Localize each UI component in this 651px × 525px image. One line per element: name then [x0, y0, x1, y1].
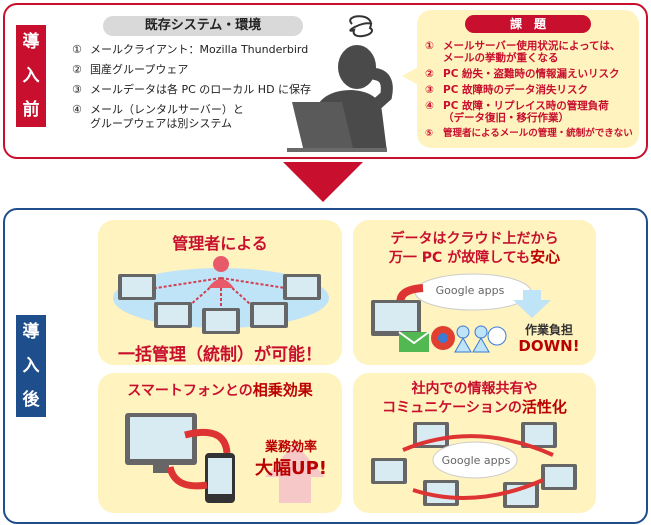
up-trend-icon: [265, 443, 325, 503]
work-load-label: 作業負担: [524, 323, 573, 337]
google-apps-badge: Google apps: [435, 284, 505, 297]
existing-system-header: 既存システム・環境: [103, 16, 303, 36]
calendar-icon: [487, 326, 507, 346]
efficiency-up: 大幅UP!: [254, 458, 328, 479]
down-arrow-icon: [283, 162, 363, 202]
after-label: 導 入 後: [16, 315, 46, 417]
after-label-char: 入: [22, 356, 40, 376]
panel-cloud-line2: 万一 PC が故障しても安心: [388, 248, 561, 266]
monitor-icons: [371, 422, 577, 508]
sync-arrow-icon: [184, 428, 231, 454]
smartphone-illustration: [125, 413, 325, 503]
network-illustration: [113, 256, 329, 334]
after-label-char: 後: [22, 390, 40, 410]
laptop-base: [287, 148, 387, 152]
panel-admin-caption: 一括管理（統制）が可能！: [118, 345, 322, 365]
user-icon: [472, 336, 490, 353]
cloud-illustration: [371, 273, 551, 353]
after-label-char: 導: [22, 322, 40, 342]
panel-cloud-line1: データはクラウド上だから: [390, 231, 559, 247]
admin-person-icon: [213, 256, 229, 272]
worry-scribble-icon: [349, 15, 374, 38]
list-item: （データ復旧・移行作業）: [443, 112, 569, 124]
person-head: [338, 45, 376, 89]
monitor-icons: [118, 274, 321, 334]
google-apps-badge: Google apps: [441, 454, 511, 467]
sharing-illustration: [371, 422, 577, 508]
before-label-char: 前: [22, 100, 40, 120]
before-label-char: 入: [22, 66, 40, 86]
share-arrow-icon: [412, 478, 544, 500]
person-arm: [369, 68, 393, 110]
down-trend-icon: [513, 290, 551, 318]
panel-share-line1: 社内での情報共有や: [411, 381, 538, 397]
cloud-icon: [432, 441, 518, 479]
list-item: グループウェアは別システム: [90, 117, 233, 130]
panel-smartphone-title: スマートフォンとの相乗効果: [127, 381, 313, 399]
worried-person-illustration: [287, 15, 393, 152]
speech-pointer-icon: [402, 66, 420, 86]
work-load-down: DOWN!: [518, 337, 580, 355]
panel-share-line2: コミュニケーションの活性化: [382, 398, 567, 416]
issues-title: 課 題: [465, 15, 591, 33]
efficiency-label: 業務効率: [264, 440, 317, 455]
laptop-icon: [292, 102, 354, 152]
issues-box: [417, 10, 639, 148]
user-icon: [454, 336, 472, 353]
share-arrow-icon: [402, 434, 554, 457]
panel-admin-title: 管理者による: [172, 234, 268, 253]
list-item: メールの挙動が重くなる: [443, 52, 559, 64]
before-label-char: 導: [22, 32, 40, 52]
before-label: 導 入 前: [16, 25, 46, 127]
